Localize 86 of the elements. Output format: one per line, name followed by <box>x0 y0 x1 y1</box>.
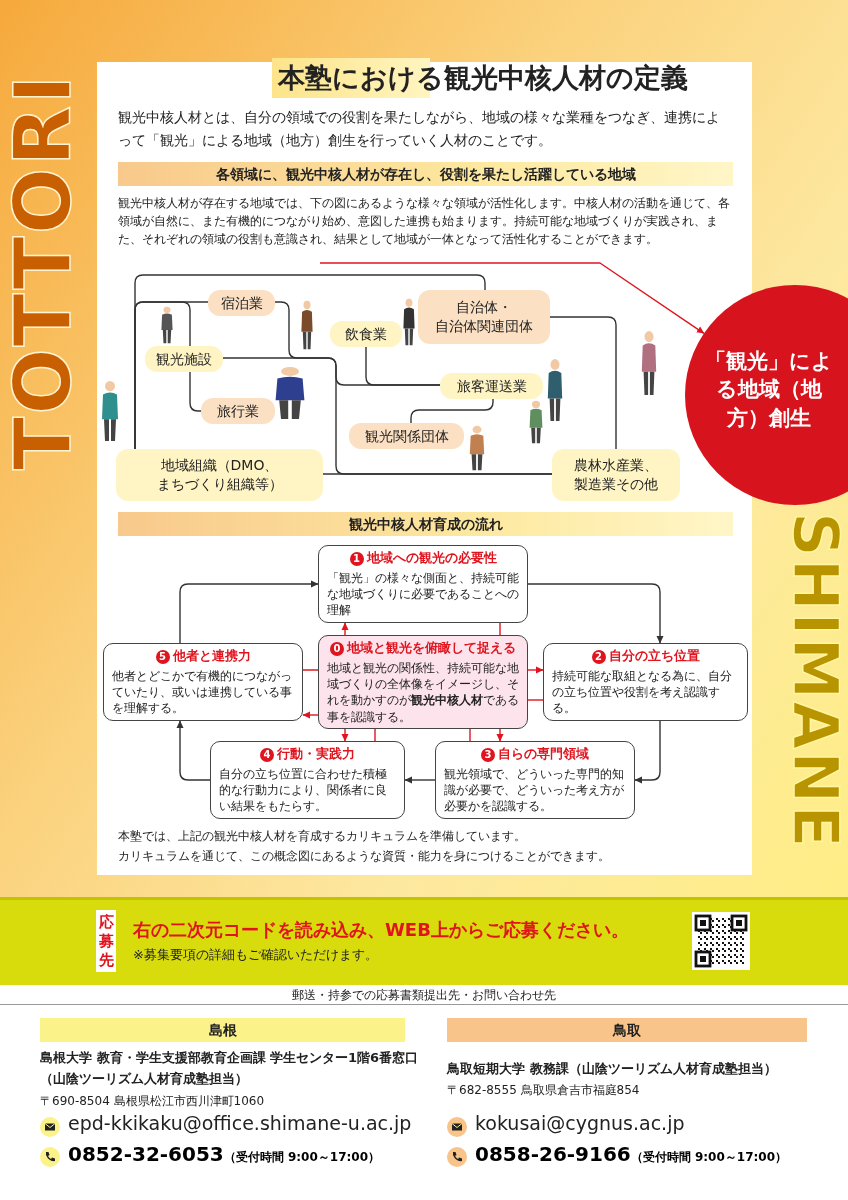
step-box <box>210 741 405 819</box>
step-box <box>318 545 528 623</box>
decorative-lettering: TOTTORI <box>4 72 82 470</box>
office-name: 島根大学 教育・学生支援部教育企画課 学生センター1階6番窓口（山陰ツーリズム人材育成塾担当） <box>40 1049 420 1088</box>
connector-line <box>365 346 441 386</box>
step-box <box>103 643 303 721</box>
step-description: 「観光」の様々な側面と、持続可能な地域づくりに必要であることへの理解 <box>327 570 519 619</box>
step-heading: 自分の立ち位置 <box>608 648 700 665</box>
arrow <box>302 711 319 719</box>
sector-box <box>440 373 543 399</box>
postal-address: 〒682-8555 鳥取県倉吉市福庭854 <box>447 1082 641 1099</box>
connector-line <box>469 728 471 742</box>
email-address: kokusai@cygnus.ac.jp <box>475 1112 686 1134</box>
step-box <box>318 635 528 729</box>
sector-box <box>330 321 402 347</box>
arrow <box>319 262 705 334</box>
sector-name: 観光関係団体 <box>364 426 449 446</box>
step-heading: 行動・実践力 <box>277 746 355 763</box>
arrow <box>527 666 544 674</box>
sector-name: 飲食業 <box>345 324 387 344</box>
arrow <box>179 580 319 644</box>
sector-name: 旅客運送業 <box>456 376 527 396</box>
arrow <box>496 728 504 742</box>
arrow <box>527 583 664 644</box>
step-number: 0 <box>330 641 344 656</box>
opening-hours: （受付時間 9:00～17:00） <box>223 1150 380 1164</box>
step-description: 他者とどこかで有機的につながっていたり、或いは連携している事を理解する。 <box>112 668 293 717</box>
section-caption: 郵送・持参での応募書類提出先・お問い合わせ先 <box>291 987 557 1004</box>
section-heading: 各領域に、観光中核人材が存在し、役割を果たし活躍している地域 <box>118 162 733 186</box>
sector-name: 旅行業 <box>217 401 259 421</box>
sector-name: 観光施設 <box>156 349 212 369</box>
arrow <box>404 776 436 784</box>
step-box <box>543 643 748 721</box>
connector-line <box>322 473 553 475</box>
office-name: 鳥取短期大学 教務課（山陰ツーリズム人材育成塾担当） <box>447 1060 778 1078</box>
step-heading: 地域と観光を俯瞰して捉える <box>347 640 516 657</box>
section-heading: 観光中核人材育成の流れ <box>118 512 733 536</box>
arrow <box>341 622 349 636</box>
connector-line <box>527 699 544 701</box>
opening-hours: （受付時間 9:00～17:00） <box>630 1150 787 1164</box>
sector-box <box>349 423 464 449</box>
goal-text: 「観光」による地域（地方）創生 <box>704 348 834 432</box>
postal-address: 〒690-8504 島根県松江市西川津町1060 <box>40 1093 266 1110</box>
connector-line <box>549 316 617 450</box>
step-box <box>435 741 635 819</box>
sector-box <box>418 290 550 344</box>
step-description: 自分の立ち位置に合わせた積極的な行動力により、関係者に良い結果をもたらす。 <box>219 766 388 815</box>
sector-name: 農林水産業、製造業その他 <box>573 456 659 494</box>
arrow <box>176 720 211 781</box>
connector-line <box>374 728 376 742</box>
section-heading: 島根 <box>40 1018 405 1042</box>
step-number: 1 <box>349 551 364 566</box>
section-tag: 応募先 <box>96 910 116 972</box>
step-heading: 他者と連携力 <box>172 648 251 665</box>
connector-line <box>499 622 501 636</box>
sector-box <box>116 449 323 501</box>
sector-box <box>201 398 275 424</box>
description-paragraph: 観光中核人材が存在する地域では、下の図にあるような様々な領域が活性化します。中核人材の活動を通じて、各領域が自然に、また有機的につながり始め、意図した連携も始まります。持続可能な地域づくりが実践され、また、それぞれの領域の役割も意識され、結果として地域が一体となって活性化することができます。 <box>118 195 731 248</box>
note-text: 本塾では、上記の観光中核人材を育成するカリキュラムを準備しています。 <box>118 828 527 845</box>
note-text: ※募集要項の詳細もご確認いただけます。 <box>133 946 379 964</box>
phone-number: 0858-26-9166 <box>475 1142 631 1166</box>
decorative-lettering: SHIMANE <box>784 512 846 850</box>
step-description: 持続可能な取組となる為に、自分の立ち位置や役割を考え認識する。 <box>552 668 733 717</box>
step-number: 3 <box>481 747 495 762</box>
section-heading: 鳥取 <box>447 1018 807 1042</box>
step-number: 2 <box>591 649 606 664</box>
arrow <box>341 728 349 742</box>
step-heading: 地域への観光の必要性 <box>366 550 497 567</box>
intro-paragraph: 観光中核人材とは、自分の領域での役割を果たしながら、地域の様々な業種をつなぎ、連携によって「観光」による地域（地方）創生を行っていく人材のことです。 <box>118 108 721 150</box>
sector-box <box>552 449 680 501</box>
step-heading: 自らの専門領域 <box>498 746 589 763</box>
call-to-action: 右の二次元コードを読み込み、WEB上からご応募ください。 <box>133 918 630 942</box>
sector-name: 地域組織（DMO、まちづくり組織等） <box>155 456 284 494</box>
note-text: カリキュラムを通じて、この概念図にあるような資質・能力を身につけることができます。 <box>118 848 611 865</box>
email-address: epd-kkikaku@office.shimane-u.ac.jp <box>68 1112 413 1134</box>
step-number: 5 <box>155 649 170 664</box>
sector-box <box>208 290 275 316</box>
step-number: 4 <box>260 747 274 762</box>
sector-box <box>145 346 223 372</box>
sector-name: 宿泊業 <box>220 293 263 313</box>
step-description: 地域と観光の関係性、持続可能な地域づくりの全体像をイメージし、それを動かすのが観光中核人材である事を認識する。 <box>327 660 519 725</box>
phone-number: 0852-32-6053 <box>68 1142 224 1166</box>
arrow <box>634 720 661 784</box>
connector-line <box>134 301 191 450</box>
step-description: 観光領域で、どういった専門的知識が必要で、どういった考え方が必要かを認識する。 <box>444 766 625 815</box>
sector-name: 自治体・自治体関連団体 <box>434 298 534 336</box>
